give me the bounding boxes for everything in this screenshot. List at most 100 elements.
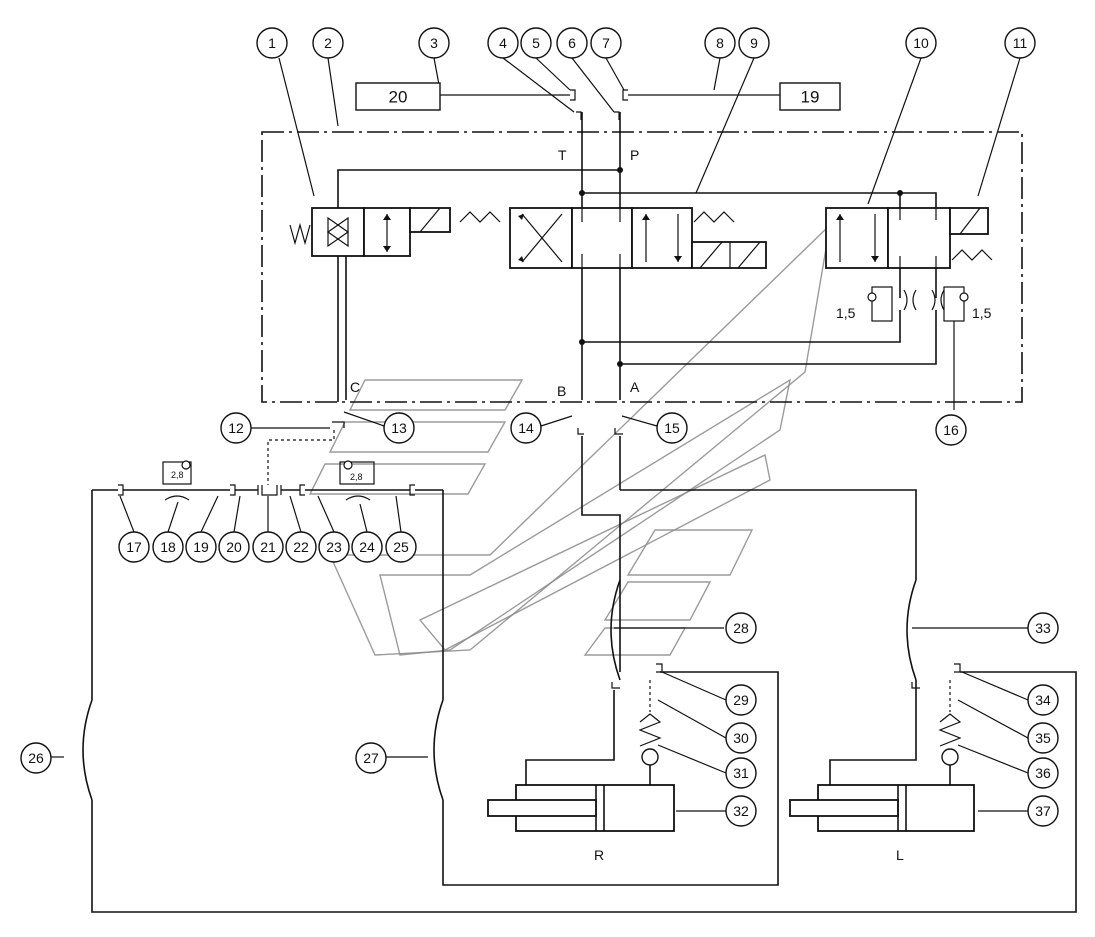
port-T: T <box>558 147 567 163</box>
callout-31-label: 31 <box>733 765 749 781</box>
callout-5-label: 5 <box>532 35 540 51</box>
callout-18: 18 <box>152 531 184 563</box>
callout-26: 26 <box>20 742 52 774</box>
callout-13: 13 <box>383 412 415 444</box>
callout-36-label: 36 <box>1035 765 1051 781</box>
callout-30-label: 30 <box>733 730 749 746</box>
callout-10-label: 10 <box>913 35 929 51</box>
callout-25: 25 <box>385 531 417 563</box>
valve-1 <box>289 207 451 402</box>
valve-10 <box>825 207 993 269</box>
callout-12: 12 <box>220 412 252 444</box>
callout-34-label: 34 <box>1035 692 1051 708</box>
callout-26-label: 26 <box>28 750 44 766</box>
callout-22: 22 <box>285 531 317 563</box>
callout-4-label: 4 <box>499 35 507 51</box>
orifice-right-label: 1,5 <box>972 305 992 321</box>
callout-20-label: 20 <box>226 539 242 555</box>
callout-7: 7 <box>590 27 622 59</box>
callout-1: 1 <box>256 27 288 59</box>
callout-13-label: 13 <box>391 420 407 436</box>
main-valve-9 <box>459 207 767 400</box>
box-20-label: 20 <box>389 88 408 107</box>
callout-27-label: 27 <box>363 750 379 766</box>
top-connections <box>337 89 937 208</box>
port-C: C <box>350 379 360 395</box>
callout-7-label: 7 <box>602 35 610 51</box>
leader-lines <box>50 57 1029 812</box>
callout-12-label: 12 <box>228 420 244 436</box>
valve-block-boundary <box>261 131 1023 403</box>
callout-37-label: 37 <box>1035 803 1051 819</box>
callout-36: 36 <box>1027 757 1059 789</box>
callout-18-label: 18 <box>160 539 176 555</box>
callout-30: 30 <box>725 722 757 754</box>
box-19-label: 19 <box>801 88 820 107</box>
watermark-logo <box>308 223 832 656</box>
callout-33: 33 <box>1027 612 1059 644</box>
callout-35: 35 <box>1027 722 1059 754</box>
box-20: 20 <box>355 82 441 111</box>
callout-19-label: 19 <box>193 539 209 555</box>
callout-1-label: 1 <box>268 35 276 51</box>
callout-6-label: 6 <box>568 35 576 51</box>
callout-3: 3 <box>418 27 450 59</box>
callout-28-label: 28 <box>733 620 749 636</box>
callout-2-label: 2 <box>324 35 332 51</box>
callout-27: 27 <box>355 742 387 774</box>
callout-14-label: 14 <box>518 420 534 436</box>
callout-6: 6 <box>556 27 588 59</box>
callout-14: 14 <box>510 412 542 444</box>
callout-35-label: 35 <box>1035 730 1051 746</box>
pilot-line <box>92 460 443 501</box>
port-B: B <box>557 383 566 399</box>
callout-10: 10 <box>905 27 937 59</box>
callout-5: 5 <box>520 27 552 59</box>
callout-17: 17 <box>118 531 150 563</box>
port-A: A <box>630 379 640 395</box>
orifice-left-label: 1,5 <box>836 305 856 321</box>
cylinder-left <box>789 663 975 832</box>
callout-34: 34 <box>1027 684 1059 716</box>
callout-29-label: 29 <box>733 692 749 708</box>
gauge-24-label: 2,8 <box>350 472 363 482</box>
cylinder-R-label: R <box>594 847 604 863</box>
callout-21: 21 <box>252 531 284 563</box>
callout-29: 29 <box>725 684 757 716</box>
callout-21-label: 21 <box>260 539 276 555</box>
callout-31: 31 <box>725 757 757 789</box>
callout-2: 2 <box>312 27 344 59</box>
callout-11-label: 11 <box>1013 35 1028 51</box>
callout-15: 15 <box>656 412 688 444</box>
callout-23: 23 <box>318 531 350 563</box>
box-19: 19 <box>779 82 841 111</box>
callout-9: 9 <box>738 27 770 59</box>
gauge-18-label: 2,8 <box>171 470 184 480</box>
callout-16: 16 <box>935 414 967 446</box>
callout-32-label: 32 <box>733 803 749 819</box>
callout-24: 24 <box>351 531 383 563</box>
port-labels: T P C B A 1,5 1,5 2,8 2,8 R L <box>171 147 992 863</box>
callout-20: 20 <box>218 531 250 563</box>
callout-3-label: 3 <box>430 35 438 51</box>
callout-4: 4 <box>487 27 519 59</box>
callout-22-label: 22 <box>293 539 309 555</box>
callout-25-label: 25 <box>393 539 409 555</box>
check-orifices <box>579 268 969 410</box>
outer-circuit <box>82 490 1077 913</box>
callout-23-label: 23 <box>326 539 342 555</box>
callout-16-label: 16 <box>943 422 959 438</box>
callout-33-label: 33 <box>1035 620 1051 636</box>
callout-37: 37 <box>1027 795 1059 827</box>
cylinder-L-label: L <box>896 847 904 863</box>
callout-9-label: 9 <box>750 35 758 51</box>
callout-17-label: 17 <box>126 539 142 555</box>
callout-8: 8 <box>704 27 736 59</box>
callout-19: 19 <box>185 531 217 563</box>
cylinder-right <box>487 663 675 832</box>
callout-11: 11 <box>1004 27 1036 59</box>
lower-fittings <box>267 421 917 690</box>
port-P: P <box>630 147 639 163</box>
